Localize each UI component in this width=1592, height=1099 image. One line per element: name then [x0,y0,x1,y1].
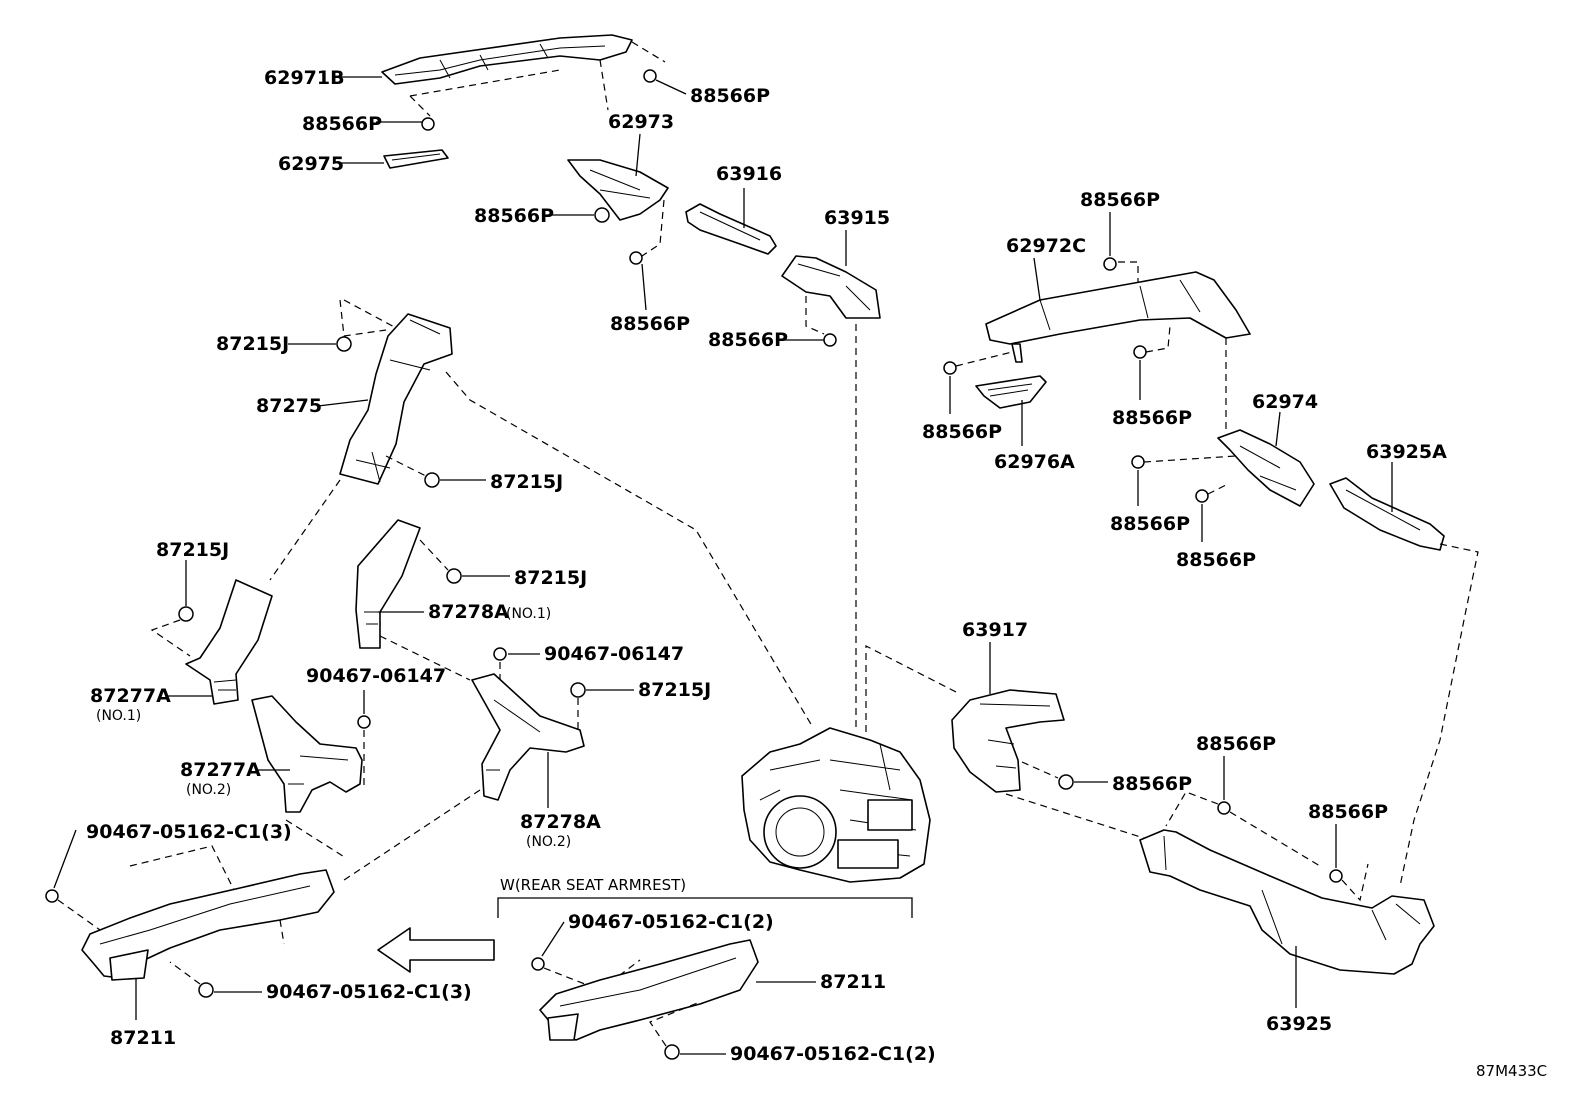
label-87211-b: 87211 [820,971,886,993]
vent-62976A [975,375,1047,409]
label-62975: 62975 [278,153,344,175]
clip-87215J-a [336,336,352,352]
label-87278A-no1-sub: (NO.1) [506,606,551,622]
clip-87215J-d [446,568,462,584]
label-88566P-b: 88566P [302,113,382,135]
label-87277A-no2-sub: (NO.2) [186,782,231,798]
duct-87275 [339,313,453,485]
label-63925: 63925 [1266,1013,1332,1035]
clip-88566P-b [421,117,435,131]
duct-63917 [951,689,1065,793]
label-87278A-no2-sub: (NO.2) [526,834,571,850]
duct-87211-left [81,869,335,981]
figure-code: 87M433C [1476,1062,1547,1080]
clip-87215J-b [424,472,440,488]
arrow-left-icon [377,927,495,973]
duct-87278A-no2 [471,673,585,801]
label-87275: 87275 [256,395,322,417]
label-62974: 62974 [1252,391,1318,413]
label-87215J-e: 87215J [638,679,711,701]
label-90467-06147-a: 90467-06147 [544,643,684,665]
label-88566P-g: 88566P [922,421,1002,443]
label-88566P-j: 88566P [1176,549,1256,571]
clip-87215J-e [570,682,586,698]
clip-90467-05162-a [45,889,59,903]
clip-88566P-h [1133,345,1147,359]
label-62976A: 62976A [994,451,1075,473]
label-63916: 63916 [716,163,782,185]
clip-88566P-d [629,251,643,265]
label-88566P-d: 88566P [610,313,690,335]
hvac-unit-icon [741,727,931,883]
label-88566P-f: 88566P [1080,189,1160,211]
label-88566P-k: 88566P [1112,773,1192,795]
duct-87278A-no1 [355,519,421,649]
label-87278A-no2: 87278A [520,811,601,833]
label-87278A-no1: 87278A [428,601,509,623]
duct-62972C [985,271,1251,363]
label-90467-05162-b: 90467-05162-C1(3) [266,981,472,1003]
duct-87277A-no1 [185,579,273,705]
clip-88566P-e [823,333,837,347]
armrest-bracket [497,897,913,918]
clip-90467-05162-b [198,982,214,998]
clip-88566P-a [643,69,657,83]
label-62972C: 62972C [1006,235,1086,257]
clip-88566P-c [594,207,610,223]
clip-88566P-k [1058,774,1074,790]
label-88566P-m: 88566P [1308,801,1388,823]
clip-90467-06147-a [493,647,507,661]
duct-62974 [1217,429,1315,507]
clip-88566P-j [1195,489,1209,503]
w-note: W(REAR SEAT ARMREST) [500,876,686,894]
label-63925A: 63925A [1366,441,1447,463]
vent-62975 [383,149,449,169]
duct-62971B [381,34,633,85]
label-88566P-l: 88566P [1196,733,1276,755]
label-88566P-i: 88566P [1110,513,1190,535]
clip-90467-05162-c [531,957,545,971]
label-88566P-a: 88566P [690,85,770,107]
clip-88566P-f [1103,257,1117,271]
duct-62973 [567,159,669,221]
duct-63925 [1139,829,1435,975]
label-63917: 63917 [962,619,1028,641]
clip-88566P-i [1131,455,1145,469]
label-63915: 63915 [824,207,890,229]
label-62971B: 62971B [264,67,345,89]
label-62973: 62973 [608,111,674,133]
label-87277A-no2: 87277A [180,759,261,781]
label-90467-05162-c: 90467-05162-C1(2) [568,911,774,933]
label-87215J-c: 87215J [156,539,229,561]
label-88566P-h: 88566P [1112,407,1192,429]
label-87215J-d: 87215J [514,567,587,589]
label-87215J-b: 87215J [490,471,563,493]
clip-90467-06147-b [357,715,371,729]
label-87277A-no1-sub: (NO.1) [96,708,141,724]
clip-88566P-l [1217,801,1231,815]
label-87215J-a: 87215J [216,333,289,355]
clip-88566P-m [1329,869,1343,883]
label-90467-06147-b: 90467-06147 [306,665,446,687]
duct-87277A-no2 [251,695,363,813]
clip-88566P-g [943,361,957,375]
clip-87215J-c [178,606,194,622]
duct-63925A [1329,477,1445,551]
clip-90467-05162-d [664,1044,680,1060]
duct-63915 [781,255,881,319]
label-87211-a: 87211 [110,1027,176,1049]
label-90467-05162-d: 90467-05162-C1(2) [730,1043,936,1065]
duct-63916 [685,203,777,255]
label-87277A-no1: 87277A [90,685,171,707]
label-88566P-e: 88566P [708,329,788,351]
label-90467-05162-a: 90467-05162-C1(3) [86,821,292,843]
label-88566P-c: 88566P [474,205,554,227]
duct-87211-armrest [539,939,759,1041]
